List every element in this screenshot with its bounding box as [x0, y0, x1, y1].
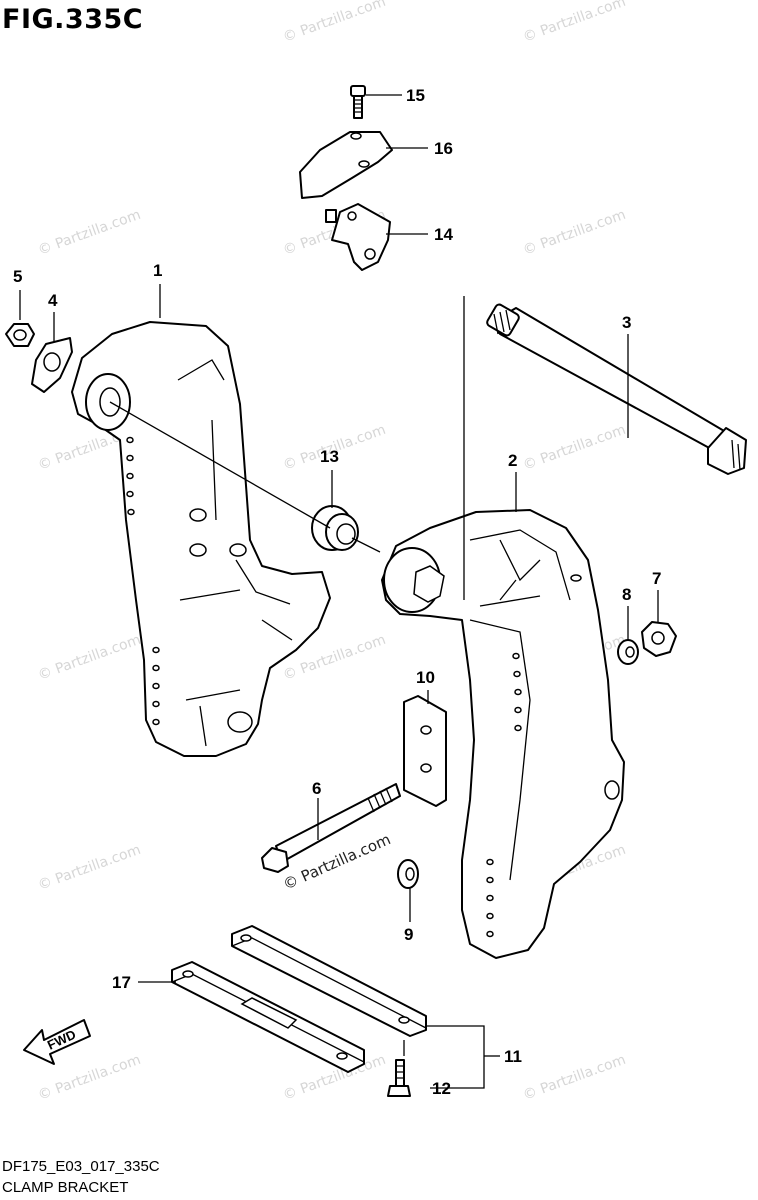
part-17-pad-bar	[171, 961, 365, 1073]
watermark: © Partzilla.com	[521, 422, 628, 474]
figure-code: DF175_E03_017_335C	[2, 1158, 160, 1175]
callout-4: 4	[48, 291, 58, 310]
part-12-screw	[387, 1059, 411, 1097]
watermark: © Partzilla.com	[521, 207, 628, 259]
callout-9: 9	[404, 925, 413, 944]
callout-10: 10	[416, 668, 435, 687]
watermark: © Partzilla.com	[521, 1052, 628, 1104]
callout-2: 2	[508, 451, 517, 470]
figure-title: FIG.335C	[2, 4, 144, 35]
watermark: © Partzilla.com	[36, 207, 143, 259]
part-10-spacer-plate	[403, 695, 447, 807]
callout-13: 13	[320, 447, 339, 466]
watermark: © Partzilla.com	[36, 842, 143, 894]
callout-12: 12	[432, 1079, 451, 1098]
callout-7: 7	[652, 569, 661, 588]
part-3-tilt-shaft	[486, 303, 747, 475]
part-14-plate-bracket	[325, 203, 391, 271]
leader-lines	[19, 94, 659, 1089]
callout-5: 5	[13, 267, 22, 286]
figure-caption: CLAMP BRACKET	[2, 1179, 129, 1196]
callout-8: 8	[622, 585, 631, 604]
callout-14: 14	[434, 225, 453, 244]
watermark: © Partzilla.com	[281, 0, 388, 46]
callout-1: 1	[153, 261, 162, 280]
callout-11: 11	[504, 1047, 522, 1066]
callout-6: 6	[312, 779, 321, 798]
callout-17: 17	[112, 973, 131, 992]
fwd-direction-arrow: FWD	[23, 1019, 91, 1065]
part-8-washer	[617, 639, 639, 665]
part-1-clamp-bracket-left	[71, 321, 331, 757]
watermark: © Partzilla.com	[36, 632, 143, 684]
part-4-gasket	[31, 337, 73, 393]
part-7-nut	[641, 621, 677, 657]
part-16-cover-plate	[299, 131, 393, 199]
part-11-pad-bar	[231, 925, 427, 1037]
callout-labels: 15 16 14 5 4 1 3 2 13 8 7 10 6 9 17 11 1…	[13, 86, 661, 1098]
part-15-bolt	[350, 85, 366, 119]
callout-16: 16	[434, 139, 453, 158]
part-13-bushing	[311, 505, 359, 551]
part-9-washer	[397, 859, 419, 889]
callout-15: 15	[406, 86, 425, 105]
callout-3: 3	[622, 313, 631, 332]
part-2-clamp-bracket-right	[381, 509, 625, 959]
part-5-nut	[5, 323, 35, 347]
part-6-long-bolt	[261, 783, 401, 873]
watermark: © Partzilla.com	[521, 0, 628, 46]
